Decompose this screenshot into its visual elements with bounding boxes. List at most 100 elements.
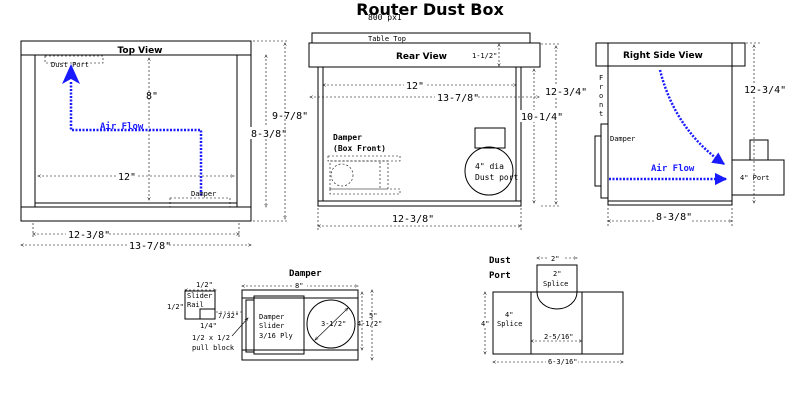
dust-port-dim-2-5-16-bg — [542, 331, 574, 340]
side-view-dim-12-3-4-bg — [742, 83, 784, 95]
top-view-dim-13-7-8: 13-7/8" — [129, 241, 171, 252]
side-view-port-box — [731, 159, 785, 196]
top-view-dim-12-bg — [116, 170, 138, 182]
side-view-front-letter-r: r — [599, 83, 603, 91]
dust-port-splice-4a: 4" — [505, 311, 513, 319]
damper-detail-dim-1-4: 1/4" — [200, 322, 217, 330]
dust-port-dim-2-bg — [549, 253, 565, 263]
rear-view-table-top — [311, 32, 531, 44]
damper-detail: Damper 8" Damper Slider 3/16 Ply 3-1/2" … — [167, 269, 382, 361]
damper-detail-slider-3: 3/16 Ply — [259, 332, 293, 340]
top-view-damper-outline — [169, 197, 231, 208]
rear-view-dim-12-3-4-bg — [543, 85, 585, 97]
top-view-dim-8-3-8-bg — [250, 127, 284, 139]
damper-detail-dim-half-left: 1/2" — [167, 303, 184, 311]
rear-view-dim-13-7-8: 13-7/8" — [437, 93, 479, 104]
damper-detail-hole-dim — [315, 308, 348, 340]
damper-detail-pull-leader — [231, 318, 248, 337]
rear-view-damper-rail-bottom — [329, 188, 401, 195]
dust-port-splice-2b: Splice — [543, 280, 568, 288]
rear-view-dim-12-bg — [404, 79, 426, 91]
page-title: Router Dust Box — [356, 0, 504, 19]
damper-detail-hole — [306, 299, 356, 349]
damper-detail-pull-1: 1/2 x 1/2 — [192, 334, 230, 342]
top-view-dim-12-3-8-bg — [66, 228, 108, 240]
rear-view: Table Top Rear View 1-1/2" Damper (Box F… — [308, 32, 587, 232]
dust-port-dim-6-3-16: 6-3/16" — [548, 358, 578, 366]
page-subtitle: 800 px1 — [368, 13, 402, 22]
damper-detail-dim-8-bg — [293, 280, 307, 290]
damper-detail-label: Damper — [289, 269, 322, 279]
side-view-front-label: F r o n t — [599, 74, 603, 118]
top-view-air-flow-path — [69, 82, 203, 197]
rear-view-dim-13-7-8-bg — [435, 91, 477, 103]
side-view-dim-8-3-8: 8-3/8" — [656, 212, 692, 223]
side-view-dim-8-3-8-bg — [654, 210, 690, 222]
dust-port-dim-4: 4" — [481, 320, 489, 328]
dust-port-detail: Dust Port 2" 2" Splice 4" Splice 4" 2-5/… — [479, 253, 624, 366]
rear-view-damper-slider — [329, 160, 389, 190]
rear-view-port-pipe — [474, 127, 506, 149]
rear-view-damper-hole — [330, 163, 354, 187]
side-view-port-label: 4" Port — [740, 174, 770, 182]
damper-detail-pull-block — [245, 299, 255, 353]
damper-detail-rail-lip — [199, 308, 216, 320]
top-view-damper-label: Damper — [191, 190, 216, 198]
top-view-dim-8-3-8: 8-3/8" — [251, 129, 287, 140]
rear-view-port-label-2: Dust port — [475, 173, 519, 182]
top-view-right-wall — [236, 54, 252, 208]
dust-port-dim-4-bg — [479, 318, 491, 328]
dust-port-dim-6-3-16-bg — [546, 356, 578, 366]
damper-detail-slider — [253, 295, 305, 355]
dust-port-dim-2-5-16: 2-5/16" — [544, 333, 574, 341]
damper-detail-top-rail — [241, 289, 359, 299]
damper-detail-rail-1: Slider — [187, 292, 212, 300]
dust-port-splice-2a: 2" — [553, 270, 561, 278]
rear-view-label: Rear View — [396, 52, 447, 62]
dust-port-label-2: Port — [489, 271, 511, 281]
rear-view-dim-12: 12" — [406, 81, 424, 92]
top-view-dim-9-7-8: 9-7/8" — [272, 111, 308, 122]
rear-view-dim-1-1-2: 1-1/2" — [472, 52, 497, 60]
side-view-front-letter-f: F — [599, 74, 603, 82]
dust-port-2-splice — [536, 264, 578, 310]
rear-view-dim-10-1-4: 10-1/4" — [521, 112, 563, 123]
dust-port-base — [492, 291, 624, 355]
top-view-label: Top View — [117, 46, 162, 56]
rear-view-port-label-1: 4" dia — [475, 162, 504, 171]
top-view-flow-arrowhead — [62, 64, 80, 84]
damper-detail-slider-1: Damper — [259, 313, 284, 321]
top-view-dust-port-outline — [44, 55, 104, 64]
top-view-left-wall — [20, 54, 36, 208]
rear-view-table-top-label: Table Top — [368, 35, 406, 43]
side-view-front-letter-t: t — [599, 110, 603, 118]
damper-detail-dim-5: 5" — [369, 312, 377, 320]
side-view-box — [607, 65, 733, 202]
damper-detail-pull-2: pull block — [192, 344, 235, 352]
rear-view-damper-label-2: (Box Front) — [333, 144, 386, 153]
side-view-damper-rail — [594, 135, 602, 187]
top-view-dim-12: 12" — [118, 172, 136, 183]
damper-detail-dim-8: 8" — [295, 282, 303, 290]
top-view-dim-9-7-8-bg — [270, 109, 304, 121]
side-view-dim-12-3-4: 12-3/4" — [744, 85, 786, 96]
side-view-air-flow-label: Air Flow — [651, 163, 695, 174]
side-view-front-panel — [600, 123, 609, 199]
side-view-damper-label: Damper — [610, 135, 635, 143]
side-view-flow-curve — [658, 69, 726, 166]
rear-view-damper-rail-top — [327, 155, 401, 162]
top-view-dust-port-label: Dust Port — [51, 61, 89, 69]
side-view-port-pipe — [749, 139, 769, 161]
damper-detail-rail-2: Rail — [187, 301, 204, 309]
dust-port-label-1: Dust — [489, 256, 511, 266]
dust-port-splice-4b: Splice — [497, 320, 522, 328]
rear-view-port-circle — [464, 146, 514, 196]
top-view-dim-8: 8" — [146, 91, 158, 102]
side-view: Right Side View F r o n t Damper Air Flo… — [594, 42, 786, 226]
damper-detail-dim-7-32: 7/32" — [218, 312, 239, 320]
side-view-front-letter-n: n — [599, 101, 603, 109]
side-view-front-letter-o: o — [599, 92, 603, 100]
top-view: Top View Dust Port Air Flow Damper 8" 12… — [20, 40, 308, 252]
